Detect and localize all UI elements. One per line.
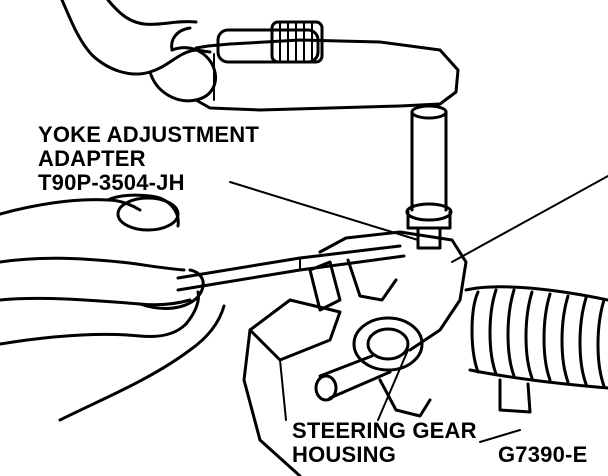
lower-hand (0, 193, 226, 422)
gear-housing (242, 230, 468, 476)
wrench-handle (194, 20, 460, 112)
leader-lines (229, 175, 608, 443)
upper-hand (60, 0, 217, 103)
feeler-gauge (176, 244, 406, 292)
steering-gear-housing-label-line2: HOUSING (292, 442, 397, 467)
figure-code-label: G7390-E (498, 442, 588, 467)
extension-shaft (405, 104, 453, 250)
yoke-adapter-label-line3: T90P-3504-JH (38, 170, 185, 195)
yoke-adapter-label-line1: YOKE ADJUSTMENT (38, 122, 259, 147)
bellows-boot (464, 285, 608, 414)
yoke-adapter-label-line2: ADAPTER (38, 146, 146, 171)
steering-gear-housing-label-line1: STEERING GEAR (292, 418, 477, 443)
